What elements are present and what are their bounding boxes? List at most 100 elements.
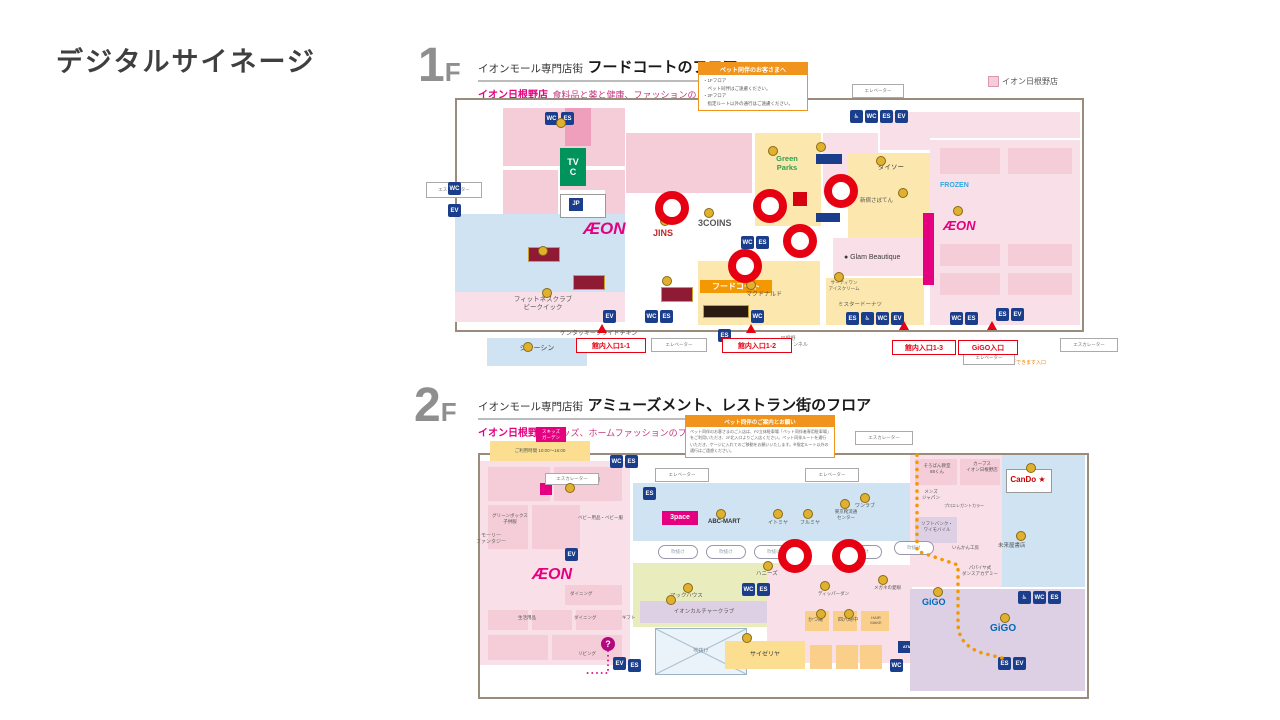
- info-coin-icon: [523, 342, 533, 352]
- touch-marker[interactable]: [824, 174, 858, 208]
- info-coin-icon: [953, 206, 963, 216]
- touch-marker[interactable]: [832, 539, 866, 573]
- info-coin-icon: [898, 188, 908, 198]
- elevator-icon: EV: [565, 548, 578, 561]
- shop-label: 東京靴流通 センター: [834, 509, 858, 520]
- floor2-num-text: 2: [414, 379, 441, 432]
- map-block: [836, 645, 858, 669]
- shop-label: ÆON: [583, 219, 626, 238]
- elevator-icon: EV: [895, 110, 908, 123]
- touch-marker[interactable]: [728, 249, 762, 283]
- elevator-icon: EV: [1013, 657, 1026, 670]
- elevator-icon: EV: [448, 204, 461, 217]
- info-coin-icon: [860, 493, 870, 503]
- restroom-icon: WC: [610, 455, 623, 468]
- escalator-icon: ES: [625, 455, 638, 468]
- escalator-icon: ES: [998, 657, 1011, 670]
- floor2-floor-title: アミューズメント、レストラン街のフロア: [587, 397, 872, 414]
- map-block: [488, 610, 528, 630]
- map-block: [488, 467, 550, 501]
- pet-notice-line: ペット同伴はご遠慮ください。: [703, 85, 771, 91]
- map-block: [793, 192, 807, 206]
- pet-notice-2f: ペット同伴のご案内とお願い ペット同伴のお客さまのご入店は、P2立体駐車場「ペッ…: [685, 415, 835, 458]
- touch-marker[interactable]: [753, 189, 787, 223]
- restroom-icon: WC: [741, 236, 754, 249]
- shop-label: Green Parks: [776, 154, 798, 173]
- touch-marker[interactable]: [655, 191, 689, 225]
- information-question-icon[interactable]: ?: [601, 637, 615, 651]
- shop-label: ÆON: [943, 218, 976, 233]
- map-block: ご利用時間 10:00～16:00: [490, 441, 590, 461]
- touch-marker[interactable]: [783, 224, 817, 258]
- floor2-title-line: イオンモール専門店街 アミューズメント、レストラン街のフロア: [478, 394, 871, 415]
- shop-label: 生活用品: [518, 615, 536, 620]
- map-block: [488, 505, 528, 549]
- elevator-icon: EV: [613, 657, 626, 670]
- info-coin-icon: [820, 581, 830, 591]
- shop-label: フルミヤ: [800, 520, 821, 526]
- info-coin-icon: [1026, 463, 1036, 473]
- shop-label: 新宿さぼてん: [860, 198, 894, 204]
- info-coin-icon: [763, 561, 773, 571]
- wheelchair-icon: ♿: [1018, 591, 1031, 604]
- pet-notice-1f-title: ペット同伴のお客さまへ: [699, 63, 807, 75]
- entrance-label[interactable]: 館内入口1-2: [722, 338, 792, 353]
- shop-label: ダイニング: [574, 615, 597, 620]
- shop-label: ギフト: [622, 615, 636, 620]
- shop-label: JINS: [653, 228, 674, 238]
- info-coin-icon: [933, 587, 943, 597]
- shop-label: GiGO: [990, 623, 1017, 634]
- map-block: [940, 148, 1000, 174]
- info-coin-icon: [844, 609, 854, 619]
- escalator-icon: ES: [1048, 591, 1061, 604]
- map-block: [605, 170, 625, 218]
- legend-label: イオン日根野店: [1002, 77, 1058, 86]
- entrance-label[interactable]: 館内入口1-3: [892, 340, 956, 355]
- shop-label: メンズ ジャパン: [922, 489, 940, 500]
- floor2-suffix-text: F: [440, 397, 457, 427]
- info-coin-icon: [565, 483, 575, 493]
- map-block: [848, 153, 930, 245]
- shop-label: カーブス イオン日根野店: [966, 461, 998, 472]
- shop-label: グリーンボックス 子供服: [492, 513, 528, 524]
- info-coin-icon: [716, 509, 726, 519]
- entrance-label[interactable]: GiGO入口: [958, 340, 1018, 355]
- map-block: [923, 213, 934, 285]
- map-block: [826, 278, 924, 325]
- pet-notice-1f: ペット同伴のお客さまへ ・1Fフロア ペット同伴はご遠慮ください。・2Fフロア …: [698, 62, 808, 111]
- escalator-icon: ES: [756, 236, 769, 249]
- info-coin-icon: [840, 499, 850, 509]
- map-block: 3pace: [662, 511, 698, 525]
- info-coin-icon: [803, 509, 813, 519]
- atrium-pill: 吹抜け: [894, 541, 934, 555]
- restroom-icon: WC: [448, 182, 461, 195]
- shop-label: パパイヤ式 ダンスアカデミー: [962, 565, 998, 576]
- shop-label: ソフトバンク・ ワイモバイル: [921, 521, 953, 532]
- info-coin-icon: [1000, 613, 1010, 623]
- map-block: JP: [569, 198, 583, 211]
- facility-label: エレベーター: [651, 338, 707, 352]
- entrance-label[interactable]: 館内入口1-1: [576, 338, 646, 353]
- facility-label: エレベーター: [852, 84, 904, 98]
- shop-label: ● Glam Beautique: [844, 254, 901, 261]
- escalator-icon: ES: [846, 312, 859, 325]
- floor2-map: ペット同伴のご案内とお願い ペット同伴のお客さまのご入店は、P2立体駐車場「ペッ…: [470, 415, 1089, 715]
- escalator-icon: ES: [643, 487, 656, 500]
- restroom-icon: WC: [751, 310, 764, 323]
- map-block: [816, 213, 840, 222]
- restroom-icon: WC: [865, 110, 878, 123]
- shop-label: ÆON: [532, 566, 572, 583]
- pet-notice-line: 指定ルート以外の通行はご遠慮ください。: [703, 100, 793, 106]
- facility-label: エレベーター: [805, 468, 859, 482]
- map-block: [532, 505, 580, 549]
- atrium-pill: 吹抜け: [706, 545, 746, 559]
- floor2-subtitle-line: イオン日根野店 キッズ、ホームファッションのフロア: [478, 423, 871, 441]
- shop-label: ダイソー: [878, 164, 904, 171]
- pet-notice-line: ・2Fフロア: [703, 93, 727, 99]
- wheelchair-icon: ♿: [861, 312, 874, 325]
- map-block: TV C: [560, 148, 586, 186]
- touch-marker[interactable]: [778, 539, 812, 573]
- map-block: [503, 170, 558, 218]
- shop-label: GiGO: [922, 597, 946, 607]
